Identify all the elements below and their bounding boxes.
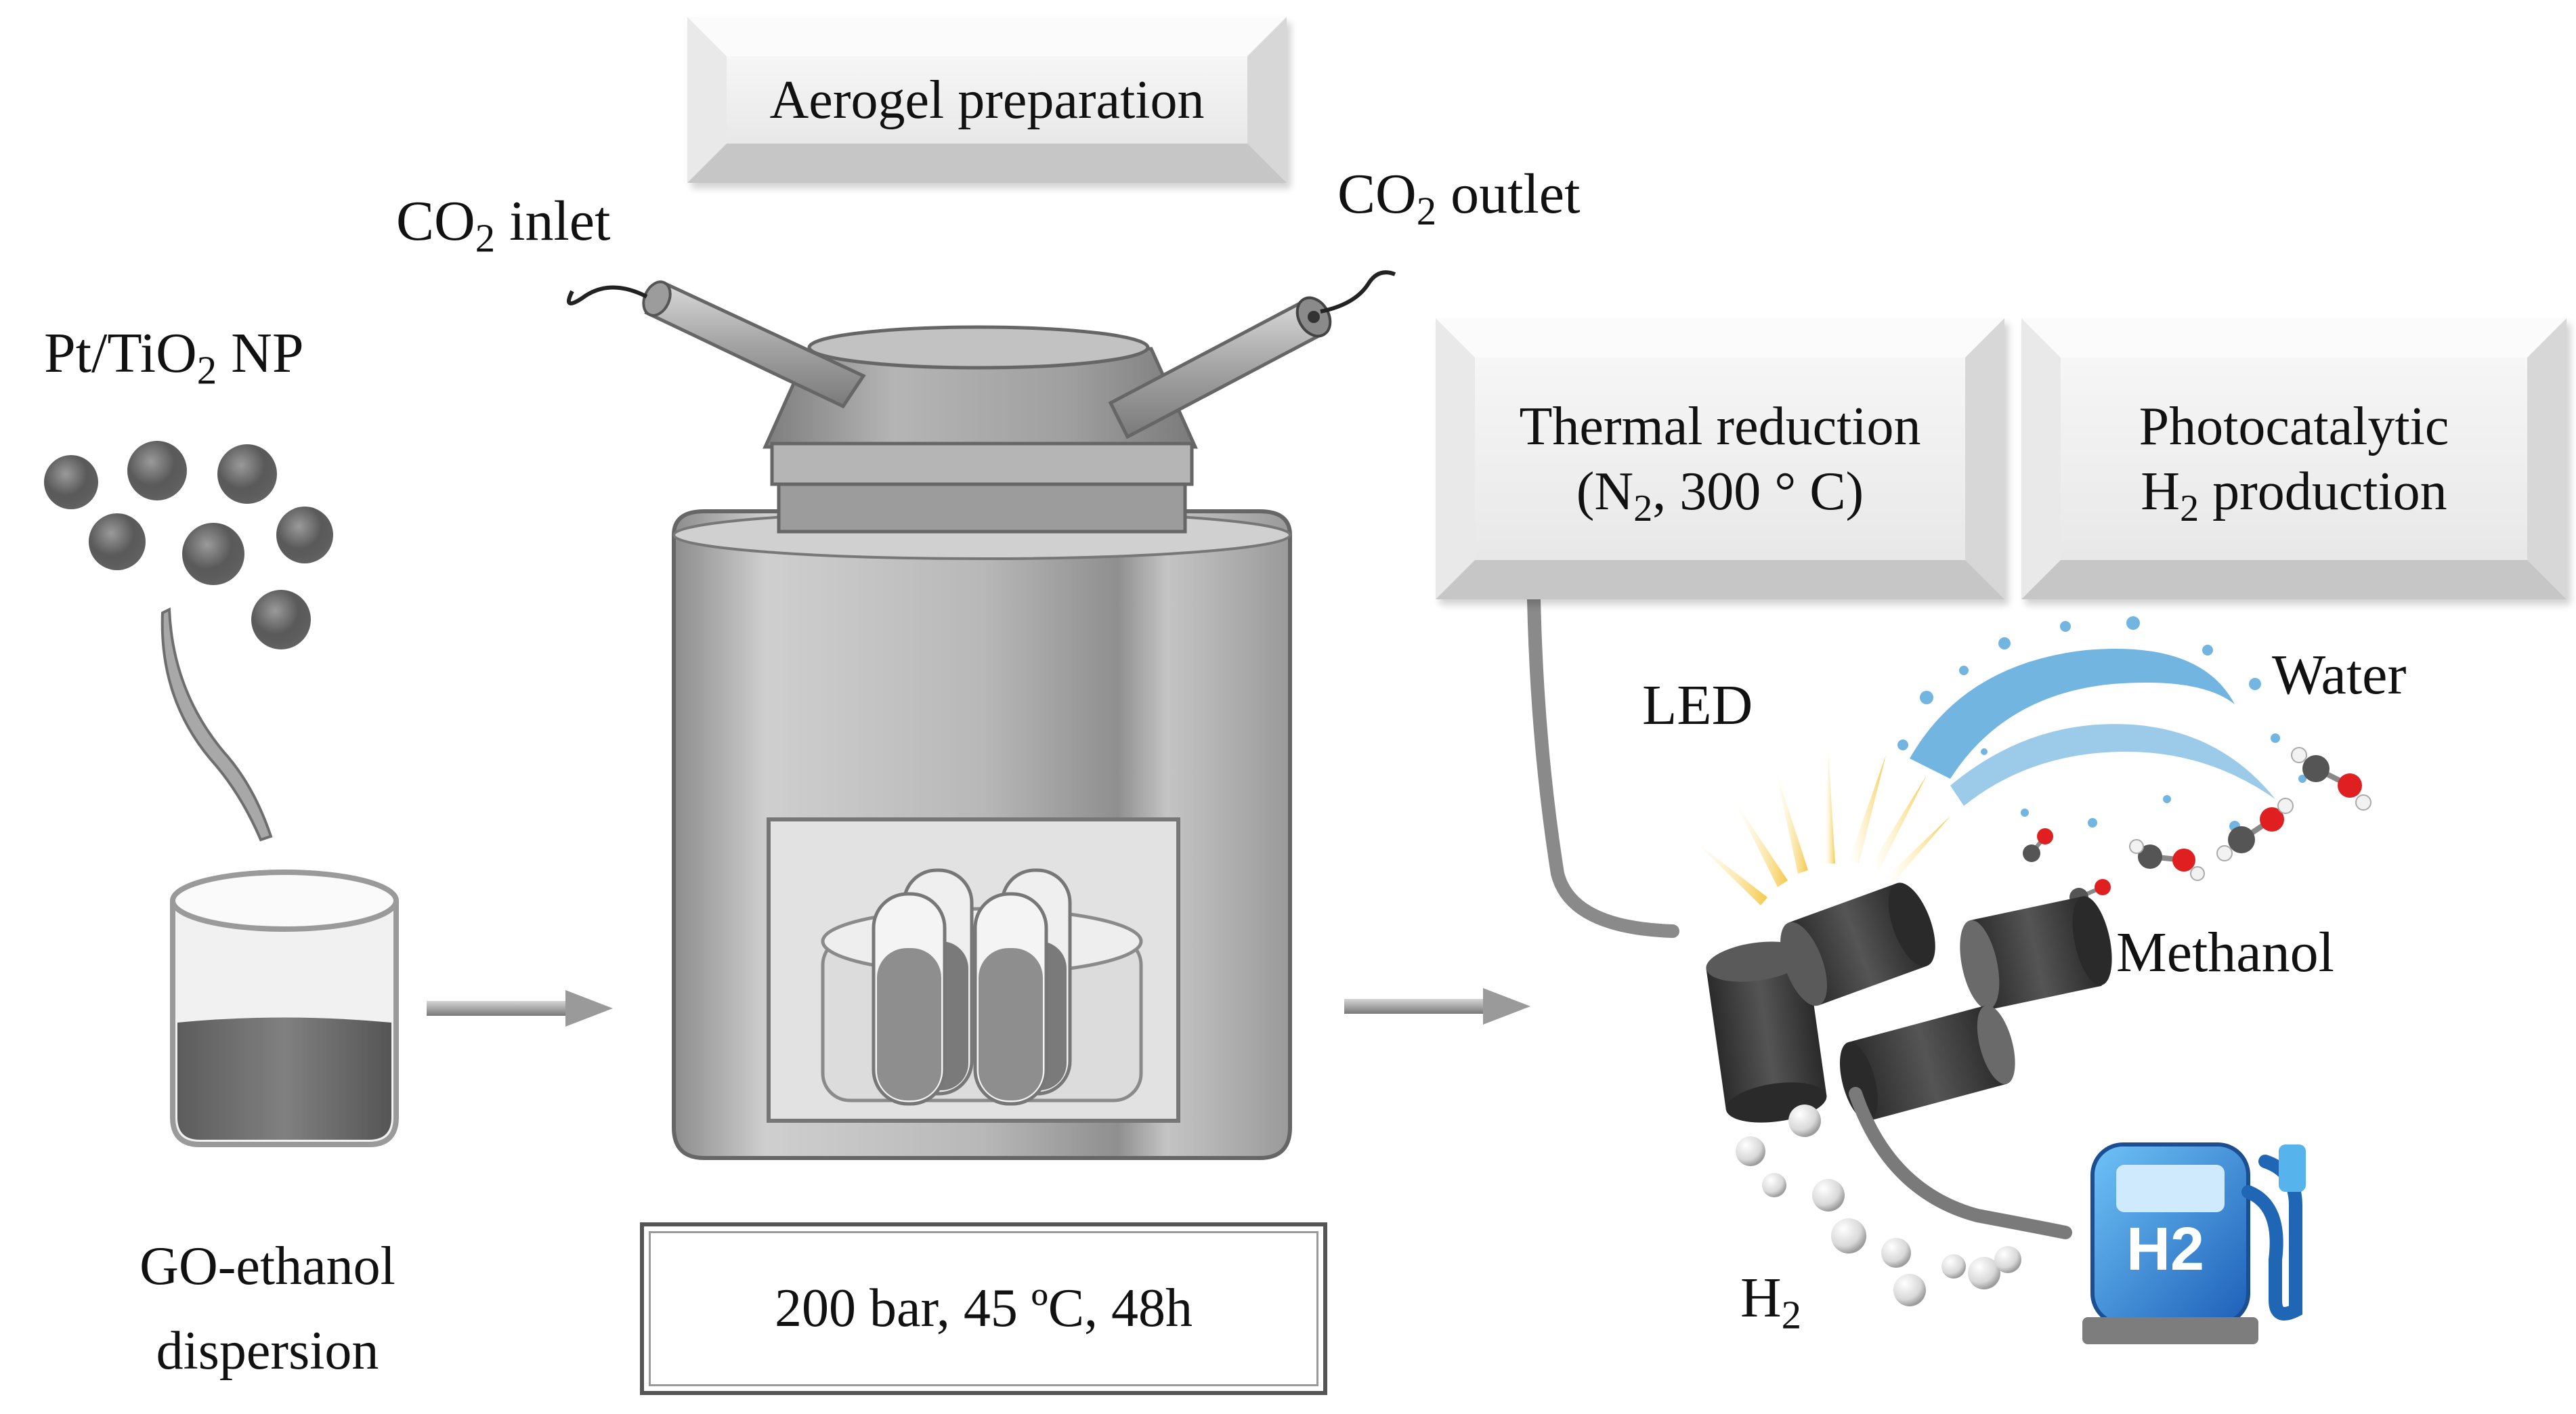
pt-tio2-np-label: Pt/TiO2 NP — [44, 322, 304, 393]
h2-production-label: H2 production — [2141, 461, 2447, 530]
h2-bubbles — [1736, 1105, 2021, 1306]
nanoparticle — [182, 523, 244, 585]
led-label: LED — [1642, 674, 1753, 737]
photocatalytic-title: Photocatalytic — [2139, 396, 2449, 456]
methanol-label: Methanol — [2116, 921, 2334, 984]
thermal-reduction-conditions: (N2, 300 ° C) — [1576, 461, 1864, 530]
nanoparticle — [44, 455, 98, 509]
aerogel-preparation-box: Aerogel preparation — [687, 17, 1287, 183]
molecule — [2023, 828, 2053, 862]
nanoparticle — [89, 513, 146, 570]
thermal-reduction-box: Thermal reduction (N2, 300 ° C) — [1436, 318, 2004, 599]
beaker — [170, 870, 399, 1147]
h2-label: H2 — [1740, 1266, 1802, 1337]
molecule — [2129, 839, 2205, 881]
dispersion-liquid — [177, 1017, 391, 1140]
water-label: Water — [2272, 643, 2407, 706]
molecule — [2216, 798, 2294, 861]
aerogel-monolith — [1960, 896, 2112, 1010]
molecule — [2291, 747, 2371, 811]
aerogel-preparation-title: Aerogel preparation — [769, 70, 1205, 130]
aerogel-monolith — [1780, 882, 1935, 1006]
flow-arrow-2 — [1344, 988, 1530, 1025]
reactor-conditions-box: 200 bar, 45 ºC, 48h — [640, 1222, 1327, 1395]
nanoparticle — [276, 507, 333, 563]
h2-flow-arrow — [1849, 1087, 2072, 1239]
nanoparticle — [127, 441, 187, 500]
spatula — [160, 607, 273, 842]
h2-station-icon — [2082, 1142, 2306, 1344]
flow-arrow-1 — [427, 990, 613, 1027]
aerogel-monolith — [1839, 1005, 2015, 1121]
reactor-conditions: 200 bar, 45 ºC, 48h — [774, 1279, 1193, 1338]
dispersion-label-line1: GO-ethanol — [139, 1237, 395, 1296]
water-splash — [1897, 616, 2306, 832]
photocatalytic-box: Photocatalytic H2 production — [2021, 318, 2567, 599]
thermal-reduction-title: Thermal reduction — [1519, 396, 1921, 456]
molecules — [2023, 747, 2371, 907]
process-arrow — [1527, 593, 1679, 938]
aerogel-monoliths — [1706, 882, 2112, 1123]
reactor — [567, 270, 1396, 1160]
nanoparticles — [44, 441, 333, 649]
nanoparticle — [251, 590, 311, 649]
station-h2-text: H2 — [2126, 1216, 2205, 1283]
nanoparticle — [217, 444, 277, 504]
test-tubes — [872, 868, 1072, 1106]
co2-inlet-label: CO2 inlet — [396, 190, 611, 261]
dispersion-label-line2: dispersion — [156, 1321, 379, 1381]
led-rays — [1693, 752, 1950, 905]
aerogel-monolith — [1706, 941, 1827, 1123]
co2-outlet-label: CO2 outlet — [1337, 163, 1581, 234]
